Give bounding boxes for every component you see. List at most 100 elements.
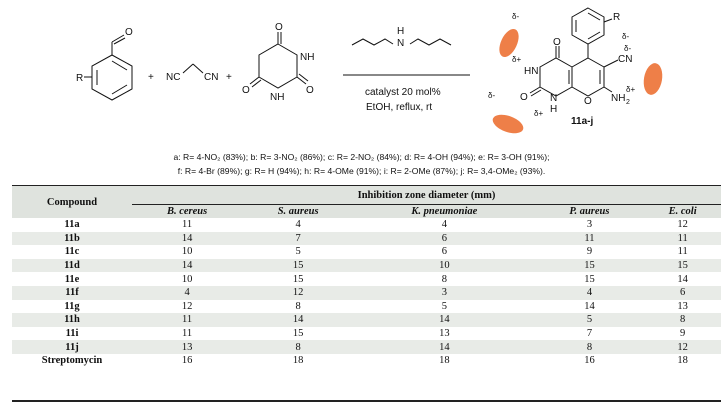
value-cell: 14 xyxy=(354,313,535,327)
substituent-legend: a: R= 4-NO₂ (83%); b: R= 3-NO₂ (86%); c:… xyxy=(0,150,723,178)
value-cell: 12 xyxy=(644,340,721,354)
value-cell: 9 xyxy=(644,326,721,341)
value-cell: 14 xyxy=(534,299,645,314)
value-cell: 18 xyxy=(644,353,721,368)
value-cell: 8 xyxy=(354,272,535,286)
highlight-ellipse-bottom xyxy=(492,114,524,134)
compound-cell: 11b xyxy=(12,231,132,246)
value-cell: 10 xyxy=(132,272,243,286)
benzaldehyde-o-label: O xyxy=(125,27,133,38)
delta-minus-top: δ- xyxy=(512,12,519,21)
compound-cell: 11g xyxy=(12,299,132,314)
product-nh2-subscript: 2 xyxy=(626,99,630,106)
value-cell: 11 xyxy=(132,218,243,232)
value-cell: 11 xyxy=(644,245,721,259)
polarity-highlights xyxy=(492,28,663,134)
reaction-scheme: R O + NC CN + O O O NH NH H N catalyst 2… xyxy=(0,0,723,180)
value-cell: 6 xyxy=(354,245,535,259)
benzaldehyde-ring xyxy=(91,54,133,101)
product-pyran-ring xyxy=(571,57,605,97)
product-o-top-label: O xyxy=(553,37,561,48)
barbituric-o-left: O xyxy=(242,85,250,96)
delta-plus-left: δ+ xyxy=(512,55,521,64)
value-cell: 11 xyxy=(132,313,243,327)
amine-n-label: N xyxy=(397,38,404,49)
conditions-line-1: catalyst 20 mol% xyxy=(365,87,441,98)
value-cell: 8 xyxy=(644,313,721,327)
value-cell: 11 xyxy=(644,231,721,246)
value-cell: 15 xyxy=(644,258,721,273)
value-cell: 13 xyxy=(132,340,243,354)
barbituric-o-right: O xyxy=(306,85,314,96)
product-o-left-label: O xyxy=(520,92,528,103)
value-cell: 14 xyxy=(354,340,535,354)
product-hn-label: HN xyxy=(524,66,538,77)
compound-cell: Streptomycin xyxy=(12,353,132,368)
value-cell: 12 xyxy=(132,299,243,314)
value-cell: 11 xyxy=(132,326,243,341)
value-cell: 4 xyxy=(534,285,645,300)
value-cell: 15 xyxy=(242,272,355,286)
value-cell: 8 xyxy=(242,340,355,354)
value-cell: 14 xyxy=(132,231,243,246)
delta-plus-right: δ+ xyxy=(626,85,635,94)
malononitrile-right-label: CN xyxy=(204,72,218,83)
amine-h-label: H xyxy=(397,26,404,37)
value-cell: 12 xyxy=(242,285,355,300)
substituent-line-2: f: R= 4-Br (89%); g: R= H (94%); h: R= 4… xyxy=(177,166,546,176)
product-cn-label: CN xyxy=(618,54,632,65)
column-header: B. cereus xyxy=(166,206,208,217)
product-r-label: R xyxy=(613,12,620,23)
value-cell: 15 xyxy=(242,326,355,341)
compound-cell: 11c xyxy=(12,245,132,259)
value-cell: 3 xyxy=(534,218,645,232)
barbituric-o-top: O xyxy=(275,22,283,33)
value-cell: 7 xyxy=(242,231,355,246)
value-cell: 4 xyxy=(242,218,355,232)
value-cell: 8 xyxy=(242,299,355,314)
value-cell: 16 xyxy=(534,353,645,368)
value-cell: 3 xyxy=(354,285,535,300)
value-cell: 4 xyxy=(132,285,243,300)
value-cell: 14 xyxy=(242,313,355,327)
value-cell: 16 xyxy=(132,353,243,368)
highlight-ellipse-right xyxy=(643,63,663,95)
compound-header: Compound xyxy=(46,196,98,208)
product-label: 11a-j xyxy=(571,116,593,127)
compound-cell: 11h xyxy=(12,313,132,327)
column-header: E. coli xyxy=(668,206,697,217)
value-cell: 14 xyxy=(644,272,721,286)
value-cell: 6 xyxy=(354,231,535,246)
barbituric-nh-top: NH xyxy=(300,52,314,63)
compound-cell: 11e xyxy=(12,272,132,286)
barbituric-ring xyxy=(258,43,298,89)
compound-cell: 11a xyxy=(12,218,132,232)
product-h-bottom-label: H xyxy=(550,104,557,115)
column-header: S. aureus xyxy=(277,206,319,217)
amine-chain-left xyxy=(351,38,394,46)
conditions-line-2: EtOH, reflux, rt xyxy=(366,102,432,113)
delta-plus-bottom: δ+ xyxy=(534,109,543,118)
table-bottom-rule xyxy=(12,400,721,402)
benzaldehyde-r-label: R xyxy=(76,73,83,84)
compound-cell: 11i xyxy=(12,326,132,341)
column-header: K. pneumoniae xyxy=(411,206,478,217)
value-cell: 18 xyxy=(354,353,535,368)
reaction-scheme-drawing: R O + NC CN + O O O NH NH H N catalyst 2… xyxy=(76,7,663,134)
barbituric-nh-bottom: NH xyxy=(270,92,284,103)
value-cell: 15 xyxy=(534,272,645,286)
value-cell: 13 xyxy=(354,326,535,341)
value-cell: 8 xyxy=(534,340,645,354)
value-cell: 6 xyxy=(644,285,721,300)
value-cell: 15 xyxy=(534,258,645,273)
value-cell: 4 xyxy=(354,218,535,232)
plus-sign-1: + xyxy=(148,72,154,83)
plus-sign-2: + xyxy=(226,72,232,83)
column-header: P. aureus xyxy=(569,206,610,217)
